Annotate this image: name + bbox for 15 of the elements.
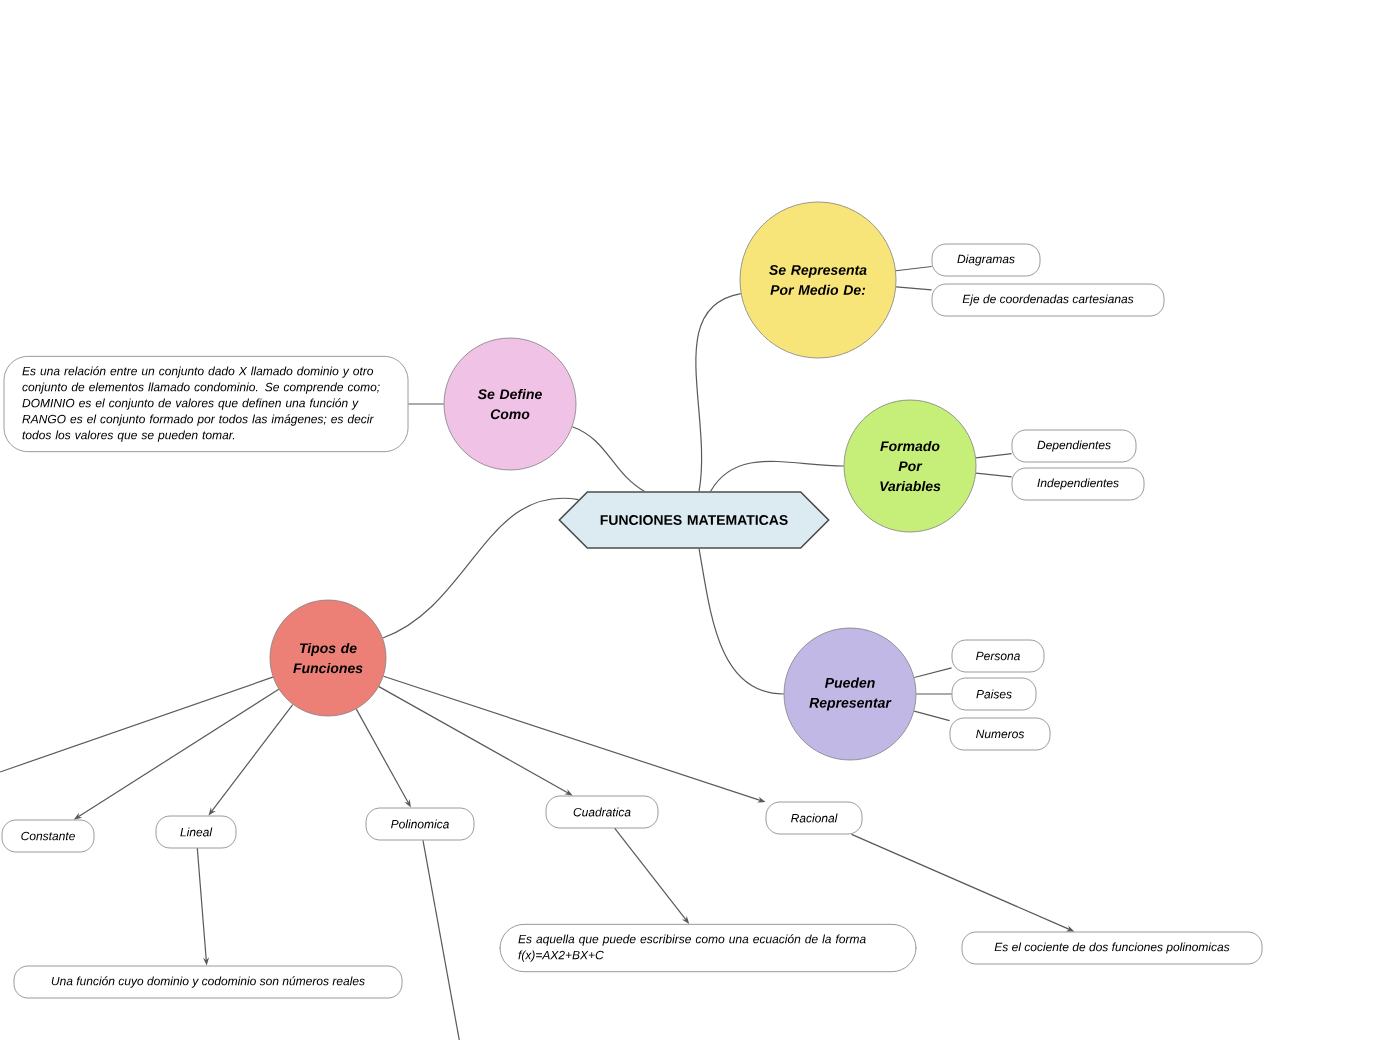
connector xyxy=(710,460,845,492)
connector xyxy=(915,693,953,695)
connector xyxy=(382,497,580,639)
connector xyxy=(422,839,461,1040)
connector xyxy=(895,286,933,291)
connector xyxy=(895,265,933,272)
connector xyxy=(407,403,445,405)
connector xyxy=(975,453,1013,459)
connector xyxy=(975,472,1013,478)
connector xyxy=(0,676,274,773)
connector xyxy=(913,667,953,679)
connector xyxy=(695,293,742,492)
connector xyxy=(571,426,646,493)
connector xyxy=(913,710,951,722)
connector xyxy=(698,548,785,695)
